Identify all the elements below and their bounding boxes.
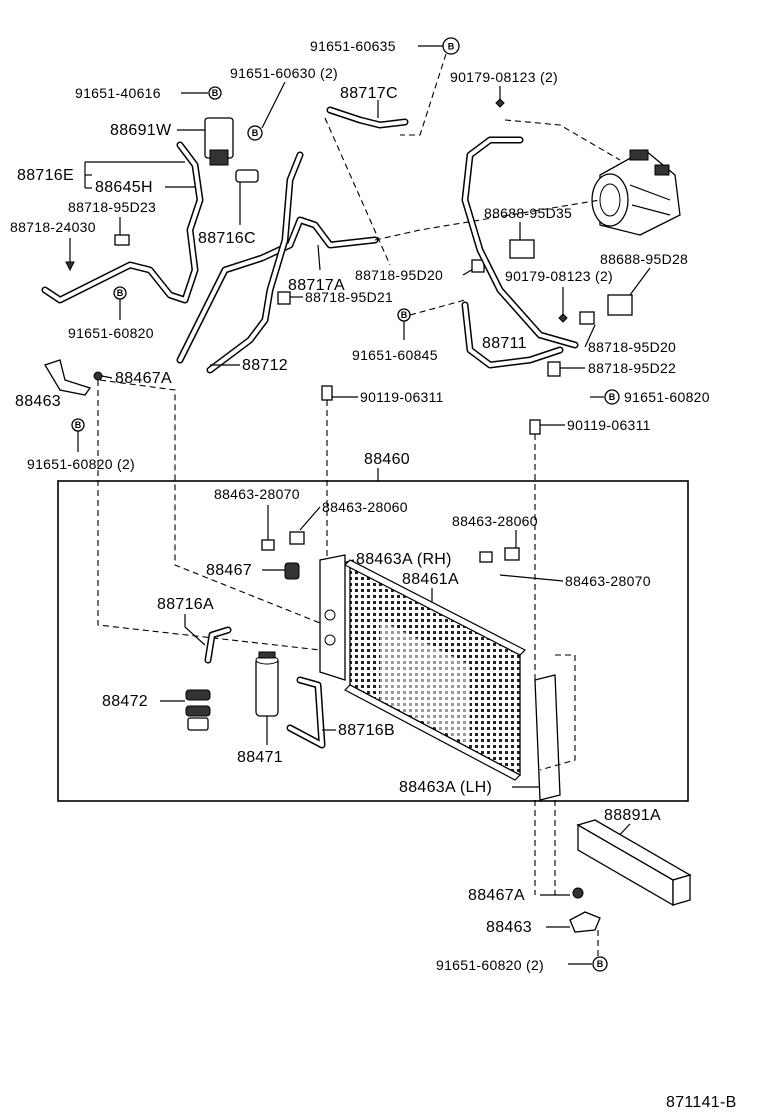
label-88463A-RH: 88463A (RH) <box>356 551 452 568</box>
label-88645H: 88645H <box>95 179 153 196</box>
bolt-icon: B <box>604 389 620 405</box>
label-88716C: 88716C <box>198 230 256 247</box>
label-88460: 88460 <box>364 451 410 468</box>
label-90119-06311-a: 90119-06311 <box>360 389 444 405</box>
label-88891A: 88891A <box>604 807 661 824</box>
bolt-icon: B <box>71 418 85 432</box>
label-88461A: 88461A <box>402 571 459 588</box>
svg-text:B: B <box>212 88 219 98</box>
label-88716E: 88716E <box>17 167 74 184</box>
condenser-core-icon <box>343 559 527 781</box>
label-88463-28070-a: 88463-28070 <box>214 486 300 502</box>
label-88718-95D21: 88718-95D21 <box>305 289 393 305</box>
label-88691W: 88691W <box>110 122 172 139</box>
label-88716B: 88716B <box>338 722 395 739</box>
label-88463-top: 88463 <box>15 393 61 410</box>
label-88467A-bot: 88467A <box>468 887 525 904</box>
label-91651-60845: 91651-60845 <box>352 347 438 363</box>
compressor-icon <box>591 149 681 236</box>
label-88463-bot: 88463 <box>486 919 532 936</box>
bolt-icon: B <box>208 86 222 100</box>
svg-text:B: B <box>609 392 616 402</box>
label-91651-60820-2-bot: 91651-60820 (2) <box>436 957 544 973</box>
bolt-icon: B <box>247 125 263 141</box>
label-88718-95D23: 88718-95D23 <box>68 199 156 215</box>
svg-text:B: B <box>597 959 604 969</box>
label-88718-95D20-a: 88718-95D20 <box>355 267 443 283</box>
svg-text:B: B <box>448 42 455 52</box>
label-88717C: 88717C <box>340 85 398 102</box>
label-88463-28070-b: 88463-28070 <box>565 573 651 589</box>
receiver-dryer-icon <box>255 651 279 717</box>
diagram-id: 871141-B <box>666 1094 737 1111</box>
label-88472: 88472 <box>102 693 148 710</box>
label-88718-24030: 88718-24030 <box>10 219 96 235</box>
label-90179-08123-top: 90179-08123 (2) <box>450 69 558 85</box>
label-88712: 88712 <box>242 357 288 374</box>
seal-block-icon <box>576 819 692 907</box>
side-bracket-lh-icon <box>534 674 561 801</box>
assembly-box <box>57 480 689 802</box>
bolt-icon: B <box>397 308 411 322</box>
bracket-icon <box>44 359 92 396</box>
svg-text:B: B <box>75 420 82 430</box>
label-88471: 88471 <box>237 749 283 766</box>
clip-icon <box>607 294 633 316</box>
svg-text:B: B <box>401 310 408 320</box>
label-91651-60820-b: 91651-60820 <box>624 389 710 405</box>
label-88688-95D35: 88688-95D35 <box>484 205 572 221</box>
label-91651-60630: 91651-60630 (2) <box>230 65 338 81</box>
label-88467: 88467 <box>206 562 252 579</box>
label-88463-28060-a: 88463-28060 <box>322 499 408 515</box>
label-88717A: 88717A <box>288 277 345 294</box>
label-91651-60820-2-top: 91651-60820 (2) <box>27 456 135 472</box>
bolt-icon: B <box>592 956 608 972</box>
label-91651-60635: 91651-60635 <box>310 38 396 54</box>
clip-icon <box>509 239 535 259</box>
label-88467A-top: 88467A <box>115 370 172 387</box>
label-88463A-LH: 88463A (LH) <box>399 779 492 796</box>
label-88718-95D22: 88718-95D22 <box>588 360 676 376</box>
svg-text:B: B <box>252 128 259 138</box>
bracket-icon <box>569 911 601 933</box>
svg-text:B: B <box>117 288 124 298</box>
label-88716A: 88716A <box>157 596 214 613</box>
label-91651-60820-a: 91651-60820 <box>68 325 154 341</box>
label-91651-40616: 91651-40616 <box>75 85 161 101</box>
label-88688-95D28: 88688-95D28 <box>600 251 688 267</box>
bolt-icon: B <box>113 286 127 300</box>
label-88463-28060-b: 88463-28060 <box>452 513 538 529</box>
bolt-icon: B <box>442 37 460 55</box>
label-88711: 88711 <box>482 335 527 352</box>
label-90119-06311-b: 90119-06311 <box>567 417 651 433</box>
receiver-bracket-icon <box>185 689 211 731</box>
clamp-icon <box>114 234 130 246</box>
label-88718-95D20-b: 88718-95D20 <box>588 339 676 355</box>
label-90179-08123-mid: 90179-08123 (2) <box>505 268 613 284</box>
